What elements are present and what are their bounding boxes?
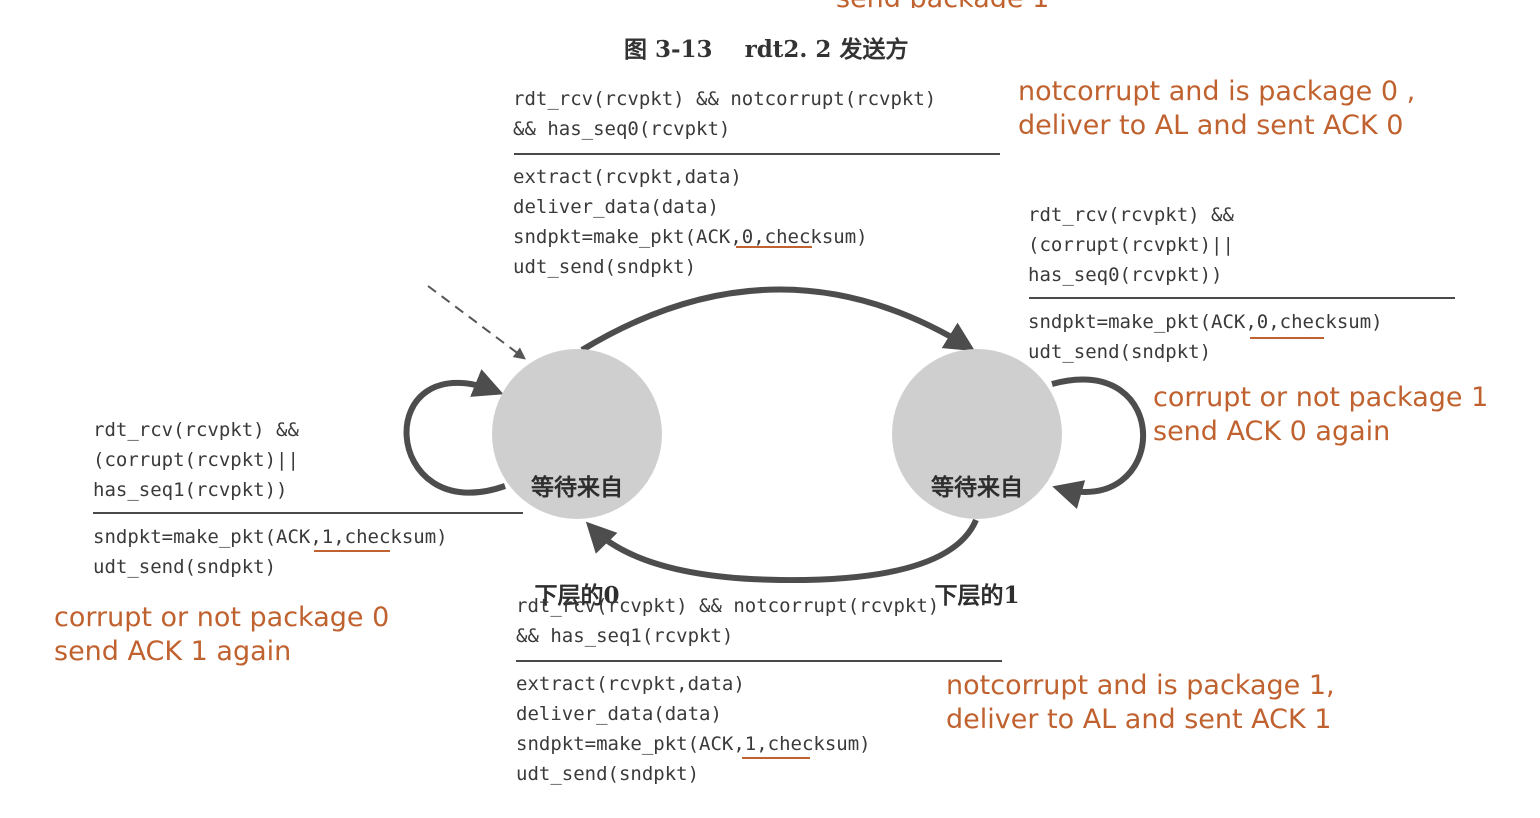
note-top-right-line-1: notcorrupt and is package 0 , bbox=[1018, 76, 1416, 107]
state-wait-1-label: 等待来自 下层的1 bbox=[917, 398, 1037, 650]
right-ack-underline bbox=[1250, 337, 1324, 339]
right-action-line-1: sndpkt=make_pkt(ACK,0,checksum) bbox=[1028, 311, 1383, 333]
arrow-s1-to-s0 bbox=[585, 518, 979, 584]
bottom-action-line-4: udt_send(sndpkt) bbox=[516, 763, 700, 785]
state-wait-1-circle bbox=[892, 349, 1062, 519]
right-action-line-2: udt_send(sndpkt) bbox=[1028, 341, 1212, 363]
self-loop-s0 bbox=[403, 369, 506, 496]
bottom-action-line-1: extract(rcvpkt,data) bbox=[516, 673, 745, 695]
note-bottom-right-line-2: deliver to AL and sent ACK 1 bbox=[946, 704, 1332, 735]
state-wait-0-label: 等待来自 下层的0 bbox=[517, 398, 637, 650]
top-transition-divider bbox=[514, 153, 1000, 155]
top-action-line-4: udt_send(sndpkt) bbox=[513, 256, 697, 278]
left-action-line-2: udt_send(sndpkt) bbox=[93, 556, 277, 578]
bottom-event-line-2: && has_seq1(rcvpkt) bbox=[516, 625, 734, 647]
bottom-action-line-2: deliver_data(data) bbox=[516, 703, 722, 725]
left-event-line-2: (corrupt(rcvpkt)|| bbox=[93, 449, 299, 471]
state-wait-0-line2: 下层的0 bbox=[534, 582, 620, 609]
right-transition-divider bbox=[1029, 297, 1455, 299]
right-event-line-1: rdt_rcv(rcvpkt) && bbox=[1028, 204, 1234, 226]
note-left-line-1: corrupt or not package 0 bbox=[54, 602, 390, 633]
bottom-action-line-3: sndpkt=make_pkt(ACK,1,checksum) bbox=[516, 733, 871, 755]
top-truncated-note: send package 1 bbox=[836, 0, 1049, 8]
note-top-right-line-2: deliver to AL and sent ACK 0 bbox=[1018, 110, 1404, 141]
note-bottom-right-line-1: notcorrupt and is package 1, bbox=[946, 670, 1335, 701]
initial-state-arrow bbox=[427, 285, 526, 360]
bottom-event-line-1: rdt_rcv(rcvpkt) && notcorrupt(rcvpkt) bbox=[516, 595, 940, 617]
figure-caption: 图 3-13 rdt2. 2 发送方 bbox=[624, 36, 909, 63]
arrow-s0-to-s1 bbox=[580, 286, 976, 353]
right-event-line-3: has_seq0(rcvpkt)) bbox=[1028, 264, 1223, 286]
top-ack-underline bbox=[736, 246, 812, 248]
state-wait-0-line1: 等待来自 bbox=[531, 474, 623, 501]
note-right-line-1: corrupt or not package 1 bbox=[1153, 382, 1489, 413]
top-action-line-2: deliver_data(data) bbox=[513, 196, 719, 218]
right-event-line-2: (corrupt(rcvpkt)|| bbox=[1028, 234, 1234, 256]
top-event-line-2: && has_seq0(rcvpkt) bbox=[513, 118, 731, 140]
left-action-line-1: sndpkt=make_pkt(ACK,1,checksum) bbox=[93, 526, 448, 548]
note-right-line-2: send ACK 0 again bbox=[1153, 416, 1391, 447]
state-wait-0-circle bbox=[492, 349, 662, 519]
self-loop-s1 bbox=[1051, 376, 1146, 509]
top-event-line-1: rdt_rcv(rcvpkt) && notcorrupt(rcvpkt) bbox=[513, 88, 937, 110]
top-truncated-note-wrap: send package 1 bbox=[836, 0, 1096, 8]
top-action-line-3: sndpkt=make_pkt(ACK,0,checksum) bbox=[513, 226, 868, 248]
state-wait-1-line2: 下层的1 bbox=[934, 582, 1020, 609]
left-event-line-1: rdt_rcv(rcvpkt) && bbox=[93, 419, 299, 441]
bottom-transition-divider bbox=[516, 660, 1002, 662]
note-left-line-2: send ACK 1 again bbox=[54, 636, 292, 667]
bottom-ack-underline bbox=[742, 757, 810, 759]
left-transition-divider bbox=[93, 512, 523, 514]
state-wait-1-line1: 等待来自 bbox=[931, 474, 1023, 501]
top-action-line-1: extract(rcvpkt,data) bbox=[513, 166, 742, 188]
left-ack-underline bbox=[314, 550, 390, 552]
left-event-line-3: has_seq1(rcvpkt)) bbox=[93, 479, 288, 501]
